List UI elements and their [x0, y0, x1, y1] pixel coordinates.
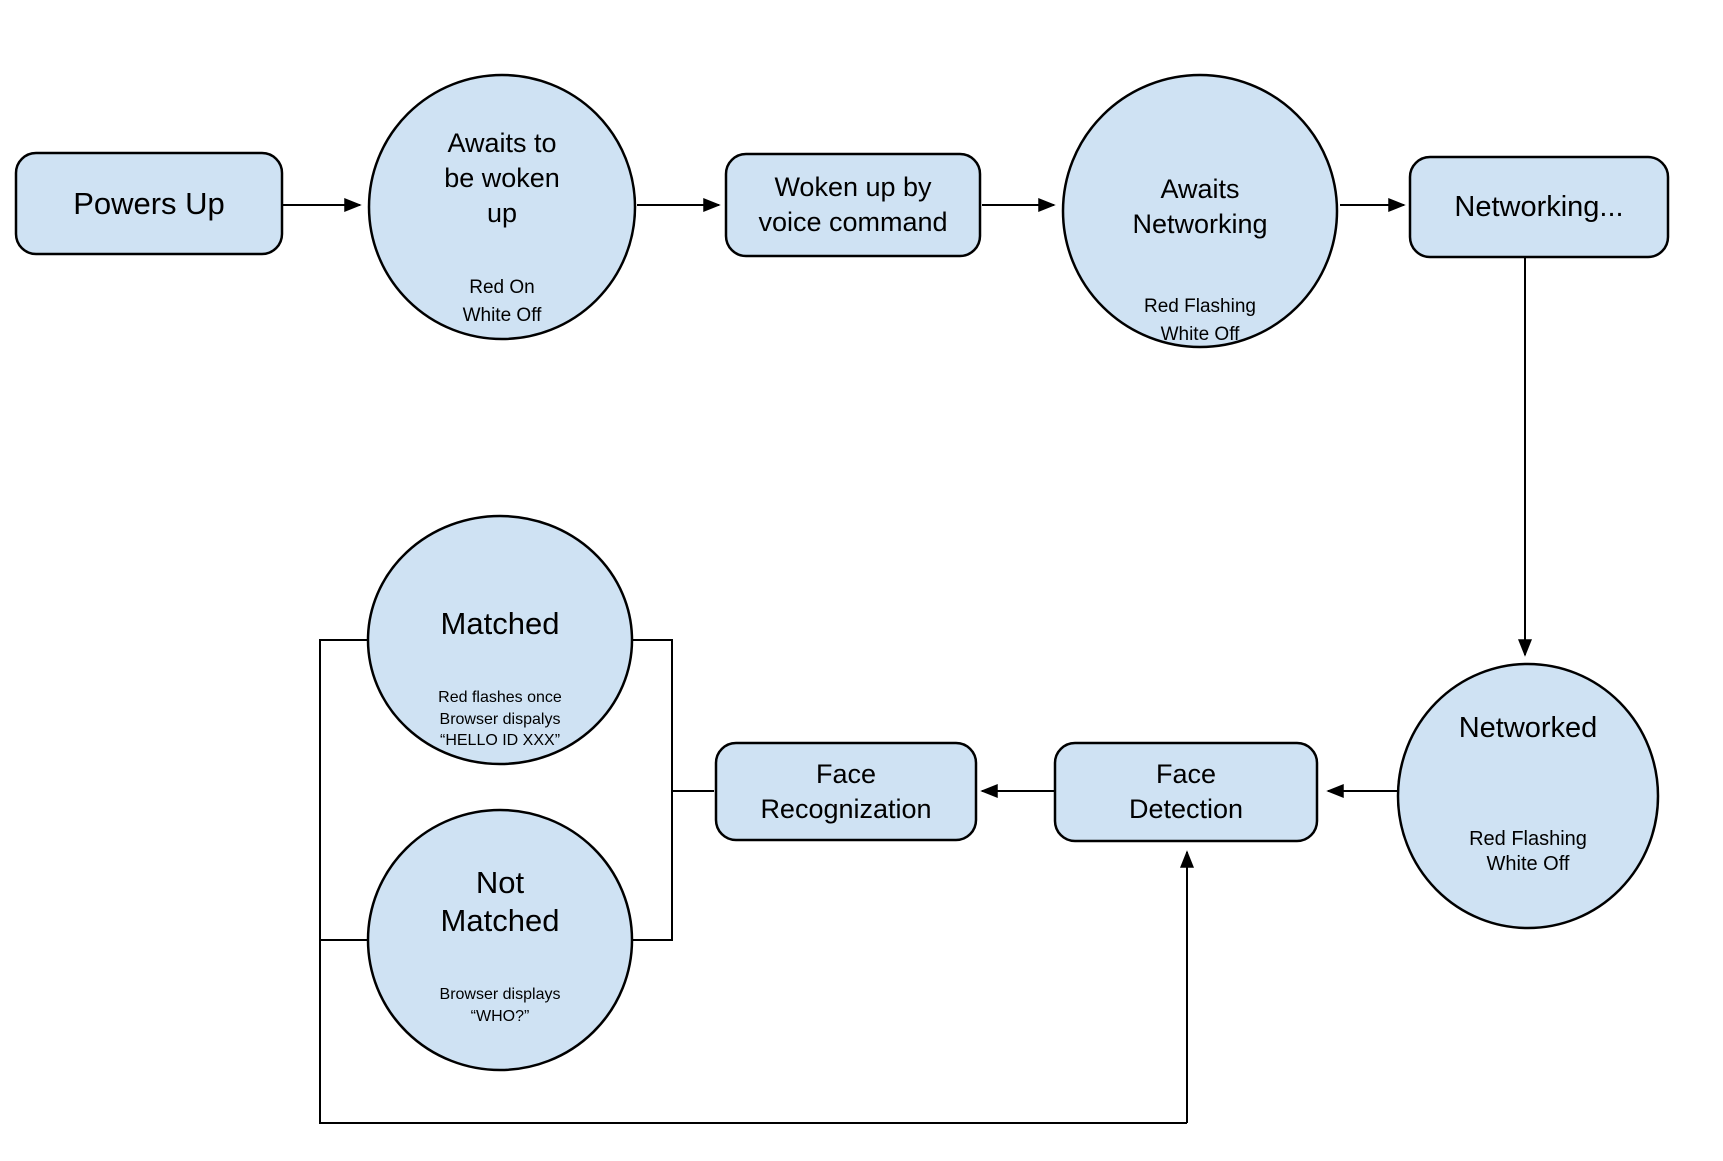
- matched-note: Red flashes once Browser dispalys “HELLO…: [438, 689, 562, 749]
- woken-by-voice-label: Woken up by voice command: [758, 172, 948, 237]
- face-recognization-node: [714, 741, 978, 842]
- face-recognization-label: Face Recognization: [760, 758, 932, 824]
- networked-label: Networked: [1458, 712, 1598, 744]
- powers-up-label: Powers Up: [73, 185, 225, 221]
- networking-node: [1408, 155, 1670, 259]
- face-detection-label: Face Detection: [1128, 759, 1244, 824]
- awaits-woken-label: Awaits to be woken up: [444, 128, 560, 228]
- not-matched-note: Browser displays “WHO?”: [439, 986, 561, 1025]
- awaits-networking-note: Red Flashing White Off: [1144, 296, 1256, 345]
- networked-note: Red Flashing White Off: [1469, 828, 1587, 875]
- woken-by-voice-node: [724, 152, 982, 258]
- bracket-match-results: [632, 639, 673, 941]
- networking-label: Networking...: [1454, 191, 1624, 223]
- not-matched-node: [366, 808, 634, 1072]
- matched-node: [366, 514, 634, 766]
- networked-node: [1396, 662, 1660, 930]
- face-detection-node: [1053, 741, 1319, 843]
- loop-back-path: [319, 639, 1187, 1124]
- awaits-networking-label: Awaits Networking: [1132, 174, 1268, 239]
- awaits-woken-note: Red On White Off: [462, 277, 542, 326]
- matched-label: Matched: [440, 606, 560, 641]
- awaits-networking-node: [1061, 73, 1339, 349]
- awaits-woken-node: [367, 73, 637, 341]
- powers-up-node: [14, 151, 284, 256]
- not-matched-label: Not Matched: [440, 865, 560, 938]
